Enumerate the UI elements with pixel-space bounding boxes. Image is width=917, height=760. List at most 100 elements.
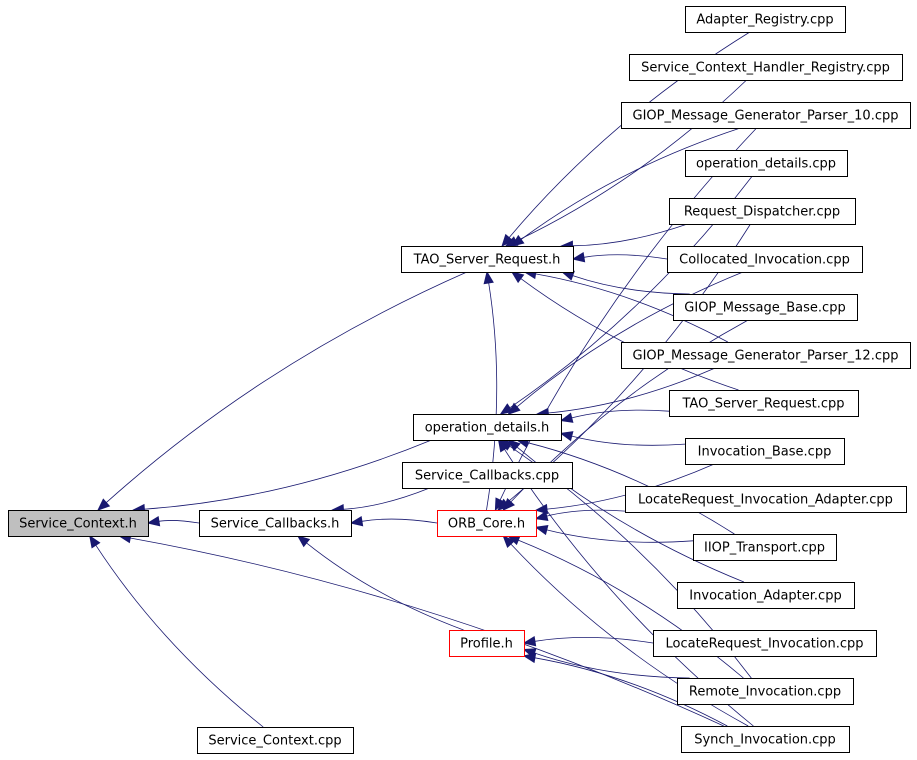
edge-invocation-base-cpp-to-operation-details-h: [559, 431, 686, 446]
edge-service-callbacks-h-to-service-context-h: [146, 515, 200, 527]
node-label: operation_details.h: [425, 421, 550, 436]
node-locaterequest-invocation-adapter-cpp[interactable]: LocateRequest_Invocation_Adapter.cpp: [625, 486, 907, 513]
edge-line: [548, 367, 716, 414]
edge-collocated-invocation-cpp-to-operation-details-h: [507, 271, 744, 415]
edge-service-context-cpp-to-service-context-h: [89, 534, 264, 728]
node-label: Invocation_Base.cpp: [698, 445, 832, 460]
node-label: Request_Dispatcher.cpp: [684, 205, 840, 220]
edge-tao-server-request-h-to-service-context-h: [97, 271, 468, 511]
node-label: GIOP_Message_Generator_Parser_12.cpp: [633, 349, 899, 364]
node-service-context-h[interactable]: Service_Context.h: [8, 510, 149, 537]
node-box: [673, 294, 858, 321]
node-label: GIOP_Message_Base.cpp: [684, 301, 845, 316]
node-box: [413, 414, 562, 441]
node-giop-message-base-cpp[interactable]: GIOP_Message_Base.cpp: [673, 294, 858, 321]
node-box: [199, 510, 352, 537]
node-orb-core-h[interactable]: ORB_Core.h: [437, 510, 537, 537]
edge-line: [546, 529, 694, 543]
node-box: [621, 102, 911, 129]
edge-locaterequest-invocation-adapter-cpp-to-orb-core-h: [534, 509, 626, 522]
node-giop-message-generator-parser-10-cpp[interactable]: GIOP_Message_Generator_Parser_10.cpp: [621, 102, 911, 129]
node-box: [401, 246, 574, 273]
arrowhead-icon: [522, 635, 537, 647]
arrowhead-icon: [534, 524, 549, 536]
node-box: [685, 150, 848, 177]
node-label: TAO_Server_Request.cpp: [681, 397, 844, 412]
node-label: IIOP_Transport.cpp: [704, 541, 825, 556]
node-service-context-handler-registry-cpp[interactable]: Service_Context_Handler_Registry.cpp: [629, 54, 903, 81]
edge-synch-invocation-cpp-to-service-context-h: [117, 532, 724, 727]
node-label: TAO_Server_Request.h: [413, 253, 561, 268]
node-label: Synch_Invocation.cpp: [694, 733, 836, 748]
edge-line: [534, 636, 654, 644]
node-synch-invocation-cpp[interactable]: Synch_Invocation.cpp: [681, 726, 850, 753]
node-label: Collocated_Invocation.cpp: [679, 253, 850, 268]
node-adapter-registry-cpp[interactable]: Adapter_Registry.cpp: [685, 6, 846, 33]
node-service-callbacks-h[interactable]: Service_Callbacks.h: [199, 510, 352, 537]
node-label: Service_Callbacks.h: [211, 517, 340, 532]
arrowhead-icon: [497, 438, 510, 453]
node-label: Service_Context.h: [19, 517, 137, 532]
edge-line: [520, 127, 741, 240]
arrowhead-icon: [146, 515, 161, 527]
node-invocation-adapter-cpp[interactable]: Invocation_Adapter.cpp: [677, 582, 855, 609]
edge-line: [534, 657, 728, 727]
node-giop-message-generator-parser-12-cpp[interactable]: GIOP_Message_Generator_Parser_12.cpp: [621, 342, 911, 369]
node-profile-h[interactable]: Profile.h: [449, 630, 525, 657]
arrowhead-icon: [559, 412, 574, 423]
node-box: [437, 510, 537, 537]
node-box: [681, 726, 850, 753]
node-remote-invocation-cpp[interactable]: Remote_Invocation.cpp: [677, 678, 854, 705]
edge-giop-message-base-cpp-to-tao-server-request-h: [561, 270, 690, 295]
edge-line: [516, 271, 744, 408]
node-collocated-invocation-cpp[interactable]: Collocated_Invocation.cpp: [667, 246, 863, 273]
node-label: operation_details.cpp: [696, 157, 836, 172]
node-iiop-transport-cpp[interactable]: IIOP_Transport.cpp: [693, 534, 837, 561]
node-box: [669, 390, 859, 417]
arrowhead-icon: [507, 402, 521, 415]
node-invocation-base-cpp[interactable]: Invocation_Base.cpp: [685, 438, 845, 465]
node-label: Service_Context.cpp: [208, 734, 341, 749]
node-service-context-cpp[interactable]: Service_Context.cpp: [197, 727, 354, 754]
edge-tao-server-request-cpp-to-operation-details-h: [559, 409, 670, 423]
edge-giop-message-generator-parser-10-cpp-to-tao-server-request-h: [511, 127, 741, 247]
arrowhead-icon: [89, 534, 101, 549]
node-box: [685, 438, 845, 465]
edge-locaterequest-invocation-cpp-to-profile-h: [522, 635, 654, 647]
edge-line: [535, 273, 728, 343]
edge-line: [571, 409, 670, 419]
edge-synch-invocation-cpp-to-orb-core-h: [502, 535, 749, 727]
node-box: [653, 630, 877, 657]
edge-line: [546, 509, 626, 517]
edge-line: [343, 487, 430, 510]
edge-operation-details-h-to-service-context-h: [132, 439, 432, 515]
edge-line: [571, 435, 686, 446]
node-request-dispatcher-cpp[interactable]: Request_Dispatcher.cpp: [669, 198, 856, 225]
node-box: [677, 678, 854, 705]
node-operation-details-h[interactable]: operation_details.h: [413, 414, 562, 441]
edge-orb-core-h-to-service-callbacks-h: [349, 515, 438, 527]
arrowhead-icon: [534, 503, 548, 515]
node-tao-server-request-h[interactable]: TAO_Server_Request.h: [401, 246, 574, 273]
node-box: [667, 246, 863, 273]
node-box: [625, 486, 907, 513]
node-locaterequest-invocation-cpp[interactable]: LocateRequest_Invocation.cpp: [653, 630, 877, 657]
arrowhead-icon: [534, 510, 549, 522]
node-box: [685, 6, 846, 33]
arrowhead-icon: [510, 271, 525, 284]
arrowhead-icon: [522, 652, 537, 664]
node-service-callbacks-cpp[interactable]: Service_Callbacks.cpp: [402, 462, 573, 489]
node-box: [693, 534, 837, 561]
node-tao-server-request-cpp[interactable]: TAO_Server_Request.cpp: [669, 390, 859, 417]
node-box: [197, 727, 354, 754]
node-box: [402, 462, 573, 489]
node-operation-details-cpp[interactable]: operation_details.cpp: [685, 150, 848, 177]
node-box: [621, 342, 911, 369]
arrowhead-icon: [483, 270, 494, 285]
arrowhead-icon: [501, 233, 514, 248]
edge-line: [572, 275, 690, 295]
edge-line: [534, 652, 690, 679]
node-label: Profile.h: [460, 637, 513, 652]
